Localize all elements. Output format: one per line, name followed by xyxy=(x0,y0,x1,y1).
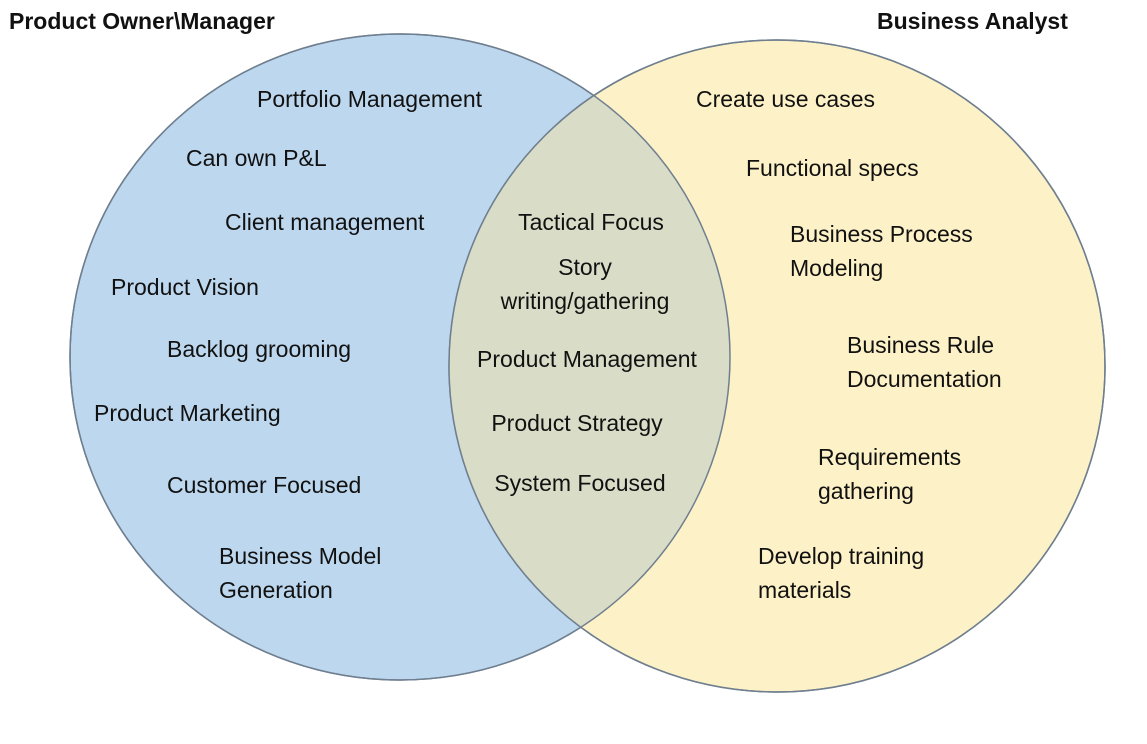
left-item: Business Model Generation xyxy=(219,539,381,607)
right-item-line: Business Rule xyxy=(847,332,995,358)
right-item: Business Process Modeling xyxy=(790,217,973,285)
left-item: Customer Focused xyxy=(167,472,362,498)
right-item: Business Rule Documentation xyxy=(847,328,1002,396)
left-circle-outline xyxy=(69,33,731,681)
right-item-line: materials xyxy=(758,577,852,603)
left-item: Backlog grooming xyxy=(167,336,352,362)
overlap-item: Product Management xyxy=(477,346,697,372)
overlap-item: Story writing/gathering xyxy=(465,250,705,318)
overlap-item-line: Story xyxy=(558,254,612,280)
right-item-line: Business Process xyxy=(790,221,973,247)
overlap-item: Tactical Focus xyxy=(518,209,664,235)
left-item: Client management xyxy=(225,209,425,235)
overlap-region xyxy=(449,40,730,680)
right-item-line: Requirements xyxy=(818,444,962,470)
right-item: Requirements gathering xyxy=(818,440,961,508)
right-item-line: Modeling xyxy=(790,255,884,281)
left-item: Portfolio Management xyxy=(257,86,483,112)
right-circle-outline xyxy=(448,39,1106,693)
left-item-line: Generation xyxy=(219,577,333,603)
right-item: Develop training materials xyxy=(758,539,924,607)
right-circle-title: Business Analyst xyxy=(877,8,1068,34)
overlap-item-line: writing/gathering xyxy=(500,288,670,314)
right-item-line: Develop training xyxy=(758,543,925,569)
left-circle-title: Product Owner\Manager xyxy=(9,8,275,34)
left-item: Product Marketing xyxy=(94,400,281,426)
overlap-item: Product Strategy xyxy=(491,410,663,436)
right-item: Functional specs xyxy=(746,155,919,181)
left-item: Product Vision xyxy=(111,274,259,300)
left-item-line: Business Model xyxy=(219,543,382,569)
left-item: Can own P&L xyxy=(186,145,327,171)
right-item: Create use cases xyxy=(696,86,875,112)
right-item-line: Documentation xyxy=(847,366,1002,392)
overlap-item: System Focused xyxy=(494,470,666,496)
right-item-line: gathering xyxy=(818,478,914,504)
